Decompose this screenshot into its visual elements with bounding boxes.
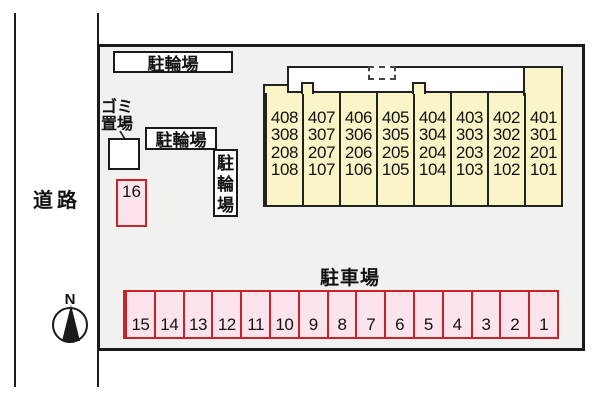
unit-number: 105 xyxy=(381,160,410,180)
parking-space-16-number: 16 xyxy=(122,182,141,201)
unit-number: 407 xyxy=(307,108,336,127)
stairwell-notch-right xyxy=(412,82,426,94)
parking-space-number: 1 xyxy=(539,315,549,334)
road-label: 道路 xyxy=(33,190,81,212)
parking-space: 3 xyxy=(470,292,500,337)
bicycle-parking-box-top: 駐輪場 xyxy=(113,51,233,74)
road-edge-line-left xyxy=(14,13,16,387)
unit-number: 406 xyxy=(344,108,373,127)
parking-space: 14 xyxy=(153,292,183,337)
building-corridor xyxy=(287,66,525,93)
parking-space-number: 8 xyxy=(337,315,347,334)
unit-number: 404 xyxy=(418,108,447,127)
unit-number: 401 xyxy=(529,108,558,127)
parking-space: 12 xyxy=(211,292,240,337)
unit-number: 306 xyxy=(344,125,373,145)
parking-lot-label: 駐車場 xyxy=(319,268,380,289)
unit-number: 304 xyxy=(418,125,447,145)
unit-number: 308 xyxy=(270,125,299,145)
unit-number: 405 xyxy=(381,108,410,127)
garbage-label-line2: 置場 xyxy=(101,116,134,133)
parking-space-number: 2 xyxy=(510,315,520,334)
parking-space: 1 xyxy=(528,292,557,337)
parking-space-number: 9 xyxy=(308,315,318,334)
unit-number: 205 xyxy=(381,142,410,162)
unit-number: 403 xyxy=(455,108,484,127)
unit-number: 204 xyxy=(418,142,447,162)
unit-number: 307 xyxy=(307,125,336,145)
unit-number: 101 xyxy=(529,160,558,180)
compass-north-label: N xyxy=(64,291,76,308)
parking-space-number: 7 xyxy=(366,315,376,334)
parking-space-16: 16 xyxy=(116,179,147,227)
parking-space: 4 xyxy=(441,292,471,337)
unit-number: 102 xyxy=(492,160,521,180)
parking-space: 15 xyxy=(125,292,154,337)
parking-space: 13 xyxy=(182,292,212,337)
parking-space-number: 11 xyxy=(247,315,264,334)
parking-space-number: 10 xyxy=(275,315,294,334)
unit-number: 207 xyxy=(307,142,336,162)
unit-number: 106 xyxy=(344,160,373,180)
compass-needle-icon xyxy=(62,305,80,341)
unit-number: 208 xyxy=(270,142,299,162)
parking-space-number: 14 xyxy=(160,315,179,334)
garbage-box xyxy=(108,138,140,170)
parking-space-number: 13 xyxy=(189,315,207,334)
unit-number: 301 xyxy=(529,125,558,145)
unit-number: 302 xyxy=(492,125,521,145)
unit-number: 201 xyxy=(529,142,558,162)
unit-number: 104 xyxy=(418,160,447,180)
parking-space: 6 xyxy=(384,292,413,337)
bicycle-parking-box-mid: 駐輪場 xyxy=(145,127,217,150)
stairwell-notch-left xyxy=(301,82,314,94)
parking-space-number: 15 xyxy=(131,315,150,334)
bicycle-parking-label-mid: 駐輪場 xyxy=(155,131,207,150)
unit-number: 203 xyxy=(455,142,484,162)
parking-space: 10 xyxy=(268,292,298,337)
bicycle-parking-box-side: 駐輪場 xyxy=(213,149,238,217)
unit-number: 305 xyxy=(381,125,410,145)
parking-row: 15 14 13 12 11 10 9 8 7 6 5 4 xyxy=(123,290,559,339)
parking-space-number: 6 xyxy=(395,315,405,334)
building-right-wing xyxy=(523,66,563,96)
parking-space: 8 xyxy=(326,292,356,337)
unit-number: 107 xyxy=(307,160,336,180)
entrance-dashed-box xyxy=(368,66,396,80)
parking-space: 11 xyxy=(240,292,269,337)
unit-number: 402 xyxy=(492,108,521,127)
parking-space-number: 12 xyxy=(217,315,236,334)
parking-space-number: 3 xyxy=(481,315,491,334)
parking-space-number: 4 xyxy=(452,315,462,334)
garbage-area-label: ゴミ 置場 xyxy=(101,99,133,133)
parking-space: 9 xyxy=(297,292,327,337)
unit-number: 303 xyxy=(455,125,484,145)
parking-space: 7 xyxy=(355,292,384,337)
unit-number: 108 xyxy=(270,160,299,180)
parking-space: 5 xyxy=(412,292,442,337)
garbage-label-line1: ゴミ xyxy=(101,99,134,116)
unit-number: 103 xyxy=(455,160,484,180)
parking-space: 2 xyxy=(499,292,528,337)
unit-number: 202 xyxy=(492,142,521,162)
unit-number: 408 xyxy=(270,108,299,127)
unit-number: 206 xyxy=(344,142,373,162)
parking-space-number: 5 xyxy=(423,315,433,334)
bicycle-parking-label-top: 駐輪場 xyxy=(147,54,199,74)
